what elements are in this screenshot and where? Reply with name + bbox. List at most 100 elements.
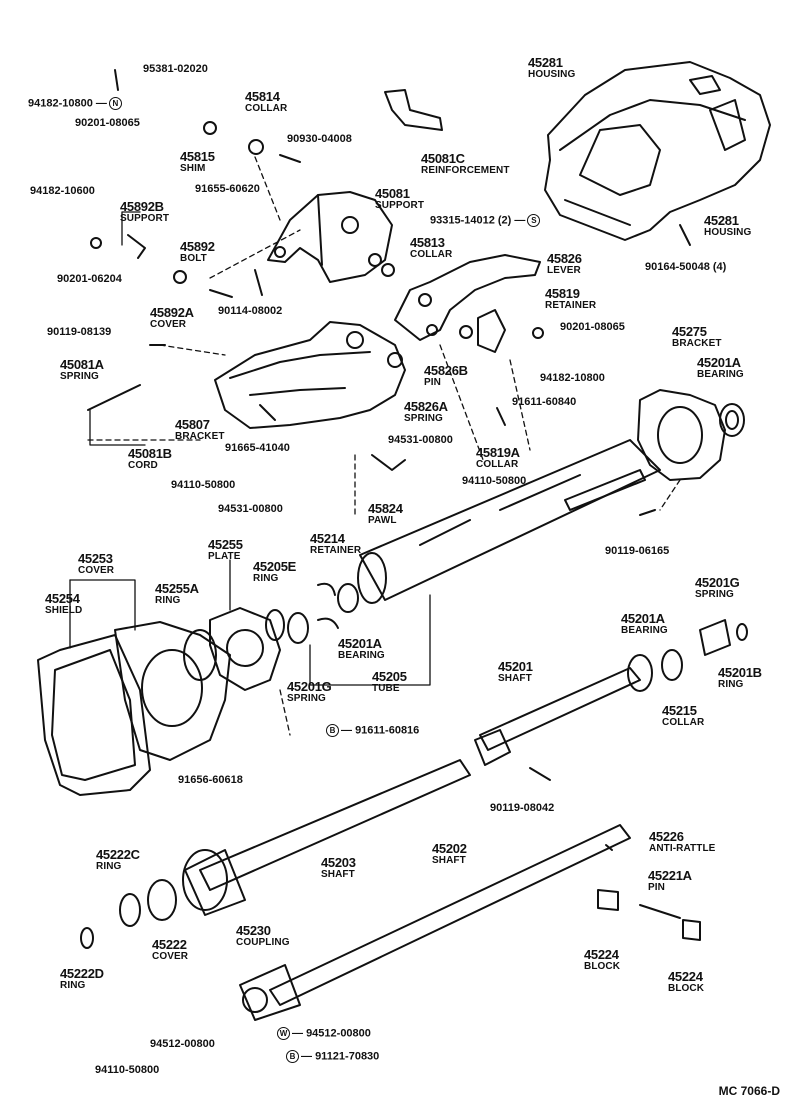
part-number: 45201A bbox=[338, 636, 382, 651]
support-45081 bbox=[267, 89, 443, 283]
part-number: 45201G bbox=[287, 679, 332, 694]
part-name: COUPLING bbox=[236, 937, 290, 948]
part-number: 45226 bbox=[649, 829, 684, 844]
part-number: 45081 bbox=[375, 186, 410, 201]
callout-90114-08002: 90114-08002 bbox=[218, 306, 282, 317]
shield-45254 bbox=[37, 634, 151, 796]
callout-94182-10800: 94182-10800 bbox=[540, 373, 605, 384]
part-number: 94182-10800 bbox=[28, 97, 93, 110]
part-number: 45222D bbox=[60, 966, 104, 981]
part-name: PIN bbox=[648, 882, 665, 893]
callout-94182-10600: 94182-10600 bbox=[30, 186, 95, 197]
callout-93315-14012-2-: 93315-14012 (2) —S bbox=[430, 214, 542, 227]
part-number: 45281 bbox=[704, 213, 739, 228]
part-name: LEVER bbox=[547, 265, 581, 276]
part-number: 45081B bbox=[128, 446, 172, 461]
part-number: 94531-00800 bbox=[388, 434, 453, 446]
part-name: TUBE bbox=[372, 683, 400, 694]
part-name: SPRING bbox=[60, 371, 99, 382]
part-number: 45819 bbox=[545, 286, 580, 301]
callout-90201-08065: 90201-08065 bbox=[560, 322, 625, 333]
callout-94110-50800: 94110-50800 bbox=[95, 1065, 159, 1076]
symbol-w-icon: W bbox=[277, 1027, 290, 1040]
part-name: COVER bbox=[152, 951, 189, 962]
callout-94531-00800: 94531-00800 bbox=[218, 504, 283, 515]
part-number: 45819A bbox=[476, 445, 520, 460]
symbol-n-icon: N bbox=[108, 97, 122, 110]
part-number: 90201-08065 bbox=[560, 321, 625, 333]
part-name: COLLAR bbox=[662, 717, 705, 728]
part-number: 91655-60620 bbox=[195, 183, 260, 195]
part-number: 45826B bbox=[424, 363, 468, 378]
part-name: BEARING bbox=[621, 625, 668, 636]
callout-91656-60618: 91656-60618 bbox=[178, 775, 243, 786]
callout-91611-60840: 91611-60840 bbox=[512, 397, 576, 408]
part-number: 45201B bbox=[718, 665, 762, 680]
leader-lines bbox=[87, 156, 681, 736]
part-number: 45205 bbox=[372, 669, 407, 684]
callout-94531-00800: 94531-00800 bbox=[388, 435, 453, 446]
housing-45281 bbox=[544, 61, 771, 241]
callout-94110-50800: 94110-50800 bbox=[462, 476, 526, 487]
plate-45255 bbox=[209, 607, 281, 691]
part-number: 91665-41040 bbox=[225, 442, 290, 454]
part-number: 45807 bbox=[175, 417, 210, 432]
part-number: 45081A bbox=[60, 357, 104, 372]
part-number: 45202 bbox=[432, 841, 467, 856]
part-name: ANTI-RATTLE bbox=[649, 843, 716, 854]
symbol-b-icon: B bbox=[326, 724, 339, 737]
part-name: SHAFT bbox=[321, 869, 355, 880]
part-number: 90114-08002 bbox=[218, 305, 283, 317]
part-name: COLLAR bbox=[245, 103, 288, 114]
lever-45826 bbox=[394, 254, 541, 353]
part-number: 93315-14012 (2) bbox=[430, 214, 512, 227]
part-number: 45081C bbox=[421, 151, 465, 166]
part-number: 94182-10800 bbox=[540, 372, 605, 384]
bracket-45275 bbox=[637, 389, 745, 481]
callout-90119-08042: 90119-08042 bbox=[490, 803, 554, 814]
part-number: 45224 bbox=[584, 947, 619, 962]
part-number: 90119-08042 bbox=[490, 802, 555, 814]
part-number: 45813 bbox=[410, 235, 445, 250]
shaft-45203 bbox=[80, 759, 471, 949]
cover-45253 bbox=[114, 621, 231, 761]
symbol-b-icon: B bbox=[286, 1050, 299, 1063]
part-number: 45222C bbox=[96, 847, 140, 862]
part-name: RETAINER bbox=[310, 545, 362, 556]
callout-91121-70830: B— 91121-70830 bbox=[284, 1050, 379, 1063]
part-name: SUPPORT bbox=[375, 200, 425, 211]
part-number: 45892 bbox=[180, 239, 215, 254]
part-name: RETAINER bbox=[545, 300, 597, 311]
part-number: 45255A bbox=[155, 581, 199, 596]
part-name: BEARING bbox=[697, 369, 744, 380]
shaft-45202 bbox=[239, 824, 631, 1021]
part-number: 94110-50800 bbox=[171, 479, 236, 491]
part-number: 45201A bbox=[621, 611, 665, 626]
